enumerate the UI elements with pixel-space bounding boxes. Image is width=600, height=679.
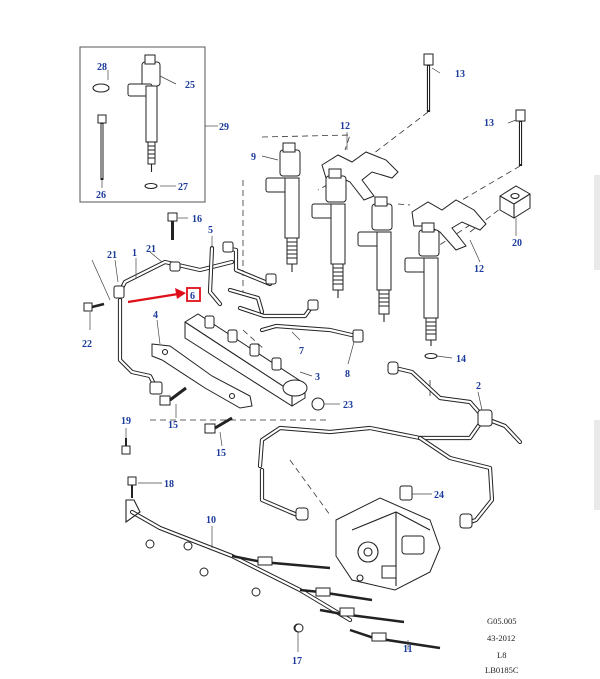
callout-leaders — [89, 67, 517, 652]
washer-14 — [424, 352, 438, 360]
callout-17: 17 — [292, 656, 302, 667]
callout-2: 2 — [476, 381, 481, 392]
callout-labels: 28 25 29 27 26 13 13 12 9 20 12 16 5 21 … — [82, 62, 522, 667]
fuel-rail-3 — [184, 313, 325, 411]
high-pressure-pump — [335, 485, 441, 591]
callout-12-lower: 12 — [474, 264, 484, 275]
callout-21-right: 21 — [146, 244, 156, 255]
callout-9: 9 — [251, 152, 256, 163]
callout-13-lower: 13 — [484, 118, 494, 129]
bolt-19 — [121, 438, 131, 455]
callout-4: 4 — [153, 310, 158, 321]
bolt-16 — [167, 212, 178, 240]
callout-21-left: 21 — [107, 250, 117, 261]
callout-11: 11 — [403, 644, 412, 655]
callout-3: 3 — [315, 372, 320, 383]
bolt-15-upper — [159, 386, 187, 406]
callout-29: 29 — [219, 122, 229, 133]
inset-injector — [127, 54, 161, 172]
callout-26: 26 — [96, 190, 106, 201]
callout-5: 5 — [208, 225, 213, 236]
return-pipe-2 — [257, 361, 523, 529]
callout-12-upper: 12 — [340, 121, 350, 132]
bolt-13-lower — [515, 109, 526, 166]
callout-28: 28 — [97, 62, 107, 73]
injector-rear-right — [404, 222, 440, 346]
bolt-26 — [97, 114, 107, 180]
callout-19: 19 — [121, 416, 131, 427]
ref-line-2: 43-2012 — [487, 633, 515, 643]
callout-25: 25 — [185, 80, 195, 91]
ref-line-3: L8 — [497, 650, 506, 660]
callout-24: 24 — [434, 490, 444, 501]
callout-27: 27 — [178, 182, 188, 193]
right-edge-strip-top — [594, 175, 600, 270]
pipe-fittings — [113, 241, 364, 395]
callout-13-upper: 13 — [455, 69, 465, 80]
callout-18: 18 — [164, 479, 174, 490]
bolt-22 — [83, 302, 105, 312]
callout-20: 20 — [512, 238, 522, 249]
injector-rear-left — [357, 196, 393, 322]
callout-16: 16 — [192, 214, 202, 225]
o-ring-28 — [92, 83, 110, 93]
callout-23: 23 — [343, 400, 353, 411]
callout-10: 10 — [206, 515, 216, 526]
nut-17 — [294, 623, 304, 633]
mounting-block-20 — [499, 185, 531, 219]
bolt-15-lower — [204, 416, 233, 434]
rail-bracket-4 — [151, 343, 253, 409]
callout-7: 7 — [299, 346, 304, 357]
callout-22: 22 — [82, 339, 92, 350]
callout-14: 14 — [456, 354, 466, 365]
highlight-callout-6 — [127, 287, 201, 304]
clip-18 — [127, 476, 137, 498]
right-edge-strip-bottom — [594, 420, 600, 510]
bolt-13-upper — [423, 53, 434, 112]
callout-15-lower: 15 — [216, 448, 226, 459]
injector-middle — [311, 168, 347, 298]
ref-line-4: LB0185C — [485, 665, 519, 675]
callout-6: 6 — [190, 291, 195, 302]
ref-line-1: G05.005 — [487, 616, 517, 626]
washer-27 — [144, 182, 158, 190]
callout-1: 1 — [132, 248, 137, 259]
callout-8: 8 — [345, 369, 350, 380]
reference-block: G05.005 43-2012 L8 LB0185C — [485, 616, 519, 675]
callout-15-upper: 15 — [168, 420, 178, 431]
injector-kit-inset — [79, 46, 218, 203]
injector-9-front — [265, 142, 301, 272]
glow-plugs-11 — [231, 554, 441, 650]
